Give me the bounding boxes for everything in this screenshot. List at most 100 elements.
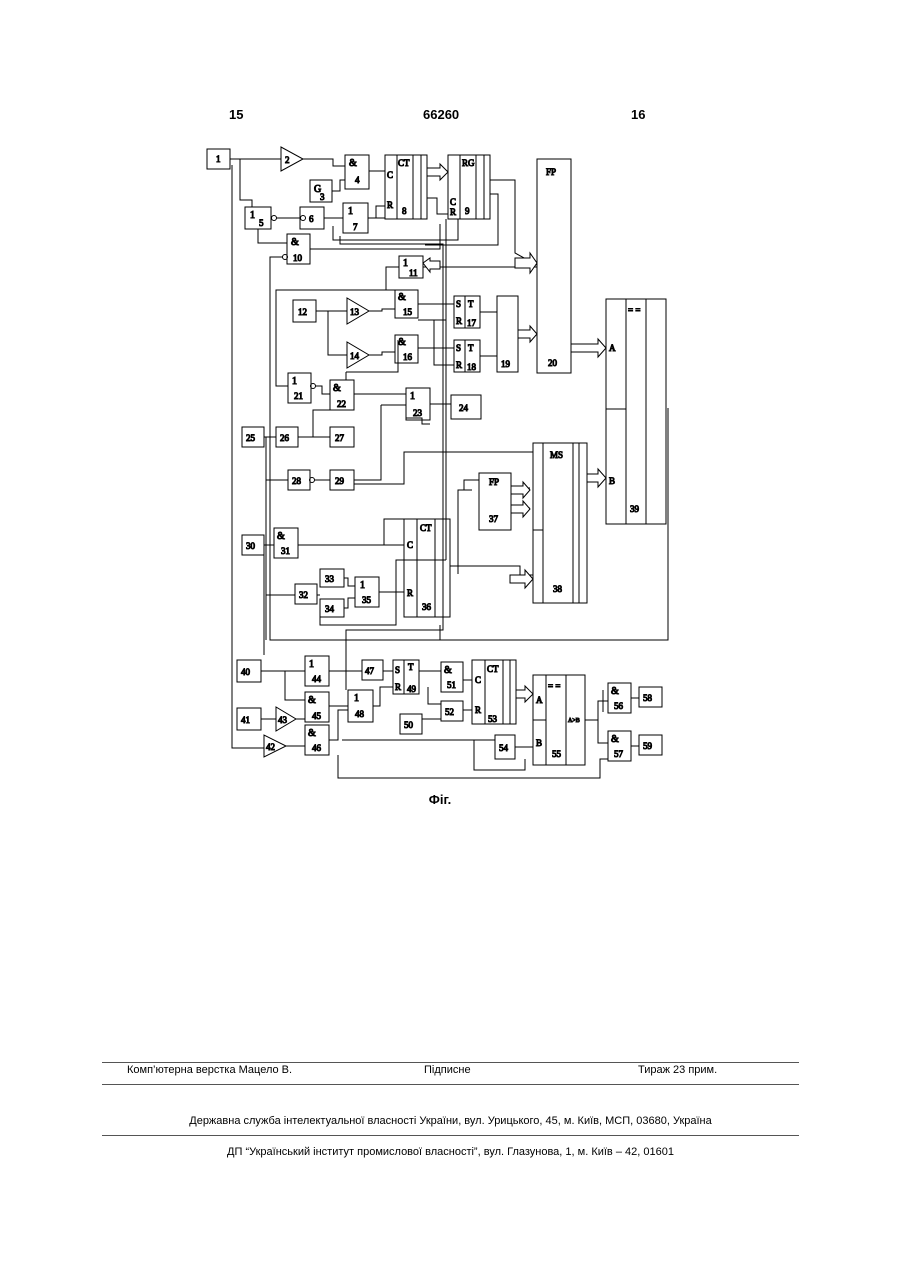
t-18: T — [468, 343, 474, 353]
block-44-label: 44 — [312, 674, 322, 684]
or-5-symbol: 1 — [250, 210, 255, 221]
block-57-label: 57 — [614, 749, 624, 759]
block-43-label: 43 — [278, 715, 288, 725]
or-11-symbol: 1 — [403, 258, 408, 269]
and-15-symbol: & — [398, 292, 406, 303]
fp-37-symbol: FP — [489, 477, 499, 487]
footer-rule-bottom — [102, 1135, 799, 1136]
block-51-label: 51 — [447, 680, 456, 690]
a-39: A — [609, 343, 616, 353]
or-23-symbol: 1 — [410, 391, 415, 402]
and-57-symbol: & — [611, 734, 619, 745]
block-39-label: 39 — [630, 504, 640, 514]
or-gate-5 — [245, 207, 271, 229]
and-10-symbol: & — [291, 237, 299, 248]
block-23-label: 23 — [413, 408, 423, 418]
and-31-symbol: & — [277, 531, 285, 542]
b-39: B — [609, 476, 615, 486]
block-25-label: 25 — [246, 433, 256, 443]
and-46-symbol: & — [308, 728, 316, 739]
block-31-label: 31 — [281, 546, 290, 556]
r-17: R — [456, 316, 462, 326]
rg-symbol: RG — [462, 158, 475, 168]
block-46-label: 46 — [312, 743, 322, 753]
block-59-label: 59 — [643, 741, 653, 751]
block-49-label: 49 — [407, 684, 417, 694]
r-53: R — [475, 705, 481, 715]
block-41-label: 41 — [241, 715, 250, 725]
block-16-label: 16 — [403, 352, 413, 362]
comparator-39 — [606, 299, 666, 524]
and-16-symbol: & — [398, 337, 406, 348]
block-4-label: 4 — [355, 175, 360, 185]
r-9: R — [450, 207, 456, 217]
block-34-label: 34 — [325, 604, 335, 614]
ct-53-symbol: CT — [487, 664, 499, 674]
and-51-symbol: & — [444, 665, 452, 676]
block-9-label: 9 — [465, 206, 470, 216]
institute-address: ДП “Український інститут промислової вла… — [102, 1146, 799, 1158]
block-14-label: 14 — [350, 351, 360, 361]
a-55: A — [536, 695, 543, 705]
c-36: C — [407, 540, 413, 550]
block-38-label: 38 — [553, 584, 563, 594]
block-37-label: 37 — [489, 514, 499, 524]
block-53-label: 53 — [488, 714, 498, 724]
and-45-symbol: & — [308, 695, 316, 706]
block-13-label: 13 — [350, 307, 360, 317]
block-11-label: 11 — [409, 268, 418, 278]
block-58-label: 58 — [643, 693, 653, 703]
block-54-label: 54 — [499, 743, 509, 753]
block-28-label: 28 — [292, 476, 302, 486]
block-22-label: 22 — [337, 399, 346, 409]
block-5-label: 5 — [259, 218, 264, 228]
block-50-label: 50 — [404, 720, 414, 730]
and-56-symbol: & — [611, 686, 619, 697]
block-15-label: 15 — [403, 307, 413, 317]
block-36-label: 36 — [422, 602, 432, 612]
block-29-label: 29 — [335, 476, 345, 486]
block-17-label: 17 — [467, 318, 477, 328]
signed-note: Підписне — [424, 1064, 471, 1076]
block-40-label: 40 — [241, 667, 251, 677]
or-7-symbol: 1 — [348, 206, 353, 217]
block-27-label: 27 — [335, 433, 345, 443]
block-6-label: 6 — [309, 214, 314, 224]
or-35-symbol: 1 — [360, 580, 365, 591]
block-7-label: 7 — [353, 222, 358, 232]
agency-address: Державна служба інтелектуальної власност… — [102, 1115, 799, 1127]
b-55: B — [536, 738, 542, 748]
or-48-symbol: 1 — [354, 693, 359, 704]
block-45-label: 45 — [312, 711, 322, 721]
block-20-label: 20 — [548, 358, 558, 368]
s-18: S — [456, 343, 461, 353]
and-4-symbol: & — [349, 158, 357, 169]
block-47-label: 47 — [365, 666, 375, 676]
r-8: R — [387, 200, 393, 210]
block-42-label: 42 — [266, 742, 275, 752]
c-53: C — [475, 675, 481, 685]
eq-55-symbol: = = — [548, 681, 560, 691]
r-49: R — [395, 682, 401, 692]
s-49: S — [395, 665, 400, 675]
c-8: C — [387, 170, 393, 180]
r-18: R — [456, 360, 462, 370]
block-52-label: 52 — [445, 707, 454, 717]
block-1-label: 1 — [216, 154, 221, 164]
block-10-label: 10 — [293, 253, 303, 263]
or-44-symbol: 1 — [309, 659, 314, 670]
agtb-symbol: A>B — [568, 718, 580, 724]
t-17: T — [468, 299, 474, 309]
ct-8-symbol: CT — [398, 158, 410, 168]
ms-symbol: MS — [550, 450, 563, 460]
fp-20-symbol: FP — [546, 167, 556, 177]
s-17: S — [456, 299, 461, 309]
circulation-note: Тираж 23 прим. — [638, 1064, 717, 1076]
block-48-label: 48 — [355, 709, 365, 719]
footer-rule-middle — [102, 1084, 799, 1085]
block-3-label: 3 — [320, 192, 325, 202]
or-21-symbol: 1 — [292, 376, 297, 387]
eq-39-symbol: = = — [628, 305, 640, 315]
block-26-label: 26 — [280, 433, 290, 443]
